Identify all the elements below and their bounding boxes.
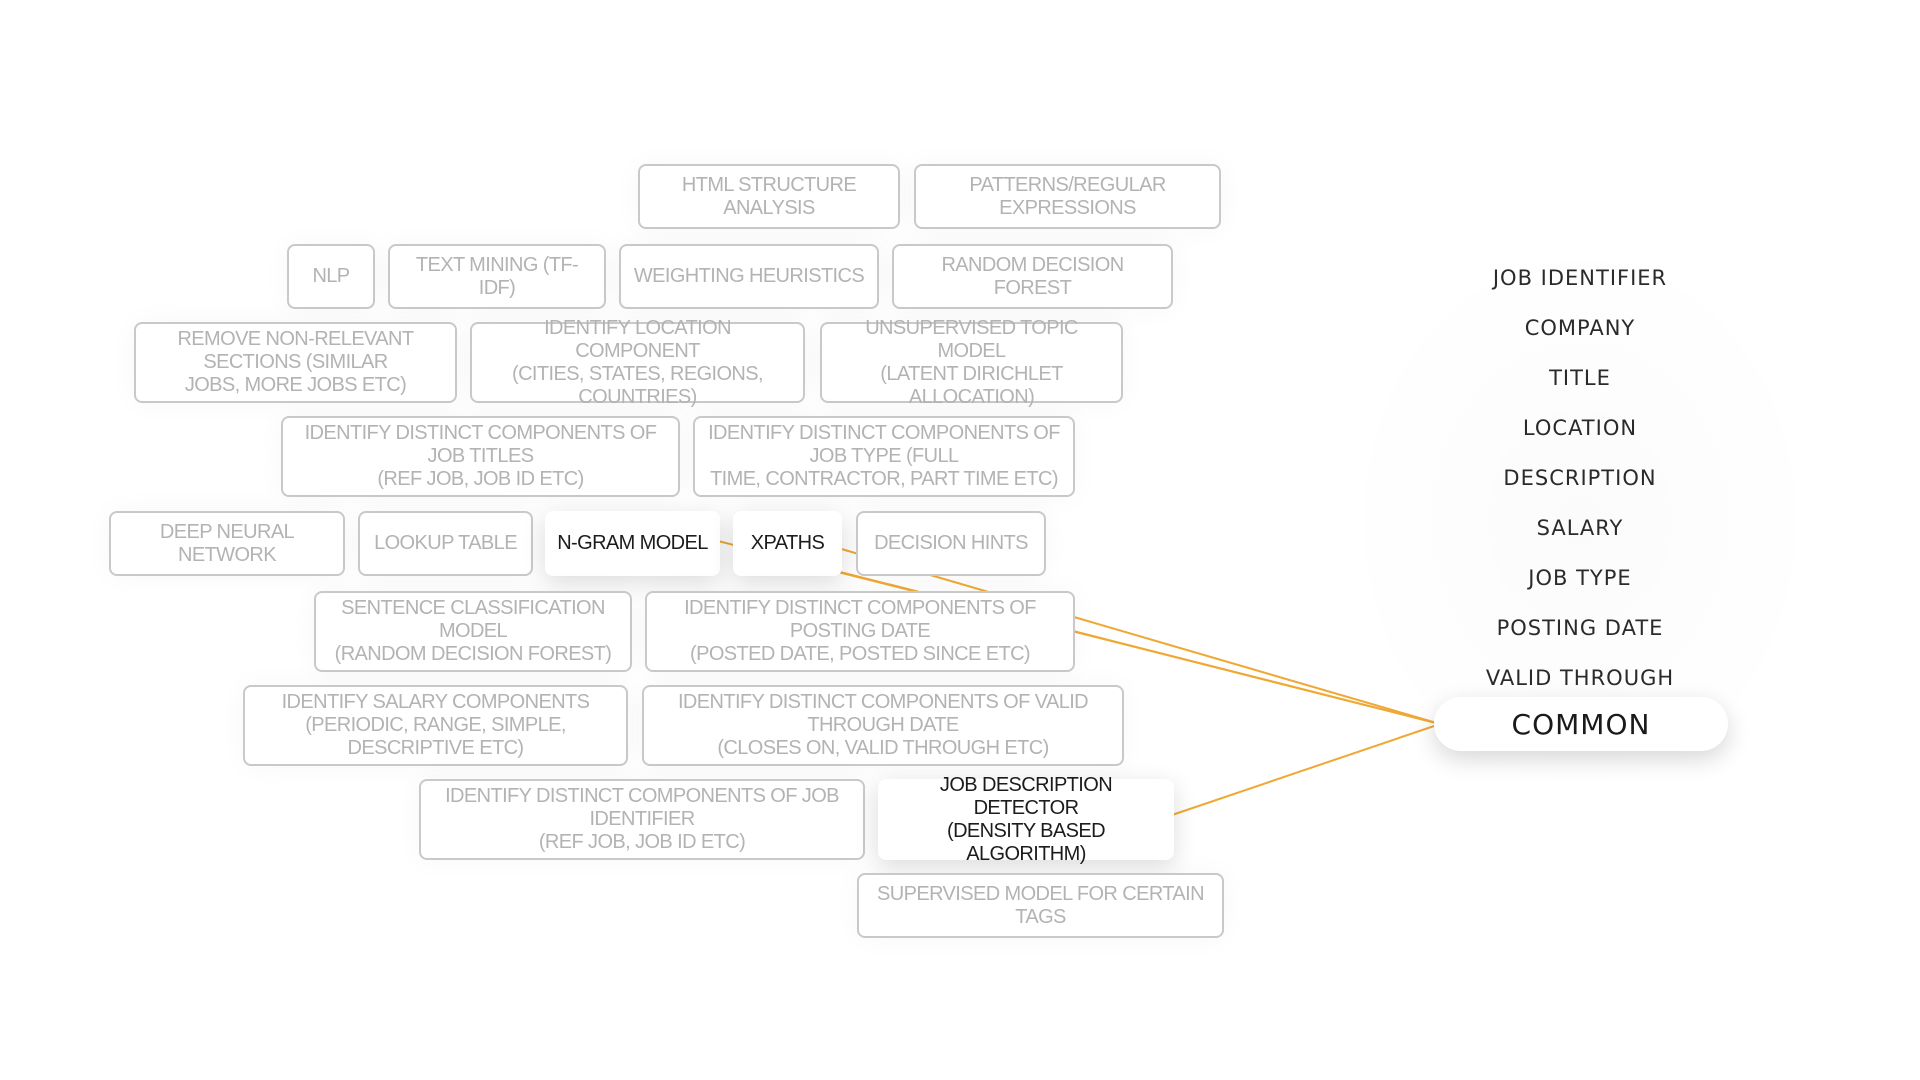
category-posting-date[interactable]: POSTING DATE	[1496, 616, 1664, 640]
category-job-identifier[interactable]: JOB IDENTIFIER	[1492, 266, 1668, 290]
technique-nlp[interactable]: NLP	[287, 244, 375, 309]
category-salary[interactable]: SALARY	[1536, 516, 1624, 540]
technique-unsupervised-topic-model[interactable]: UNSUPERVISED TOPIC MODEL (LATENT DIRICHL…	[820, 317, 1123, 408]
technique-supervised-model[interactable]: SUPERVISED MODEL FOR CERTAIN TAGS	[857, 873, 1224, 938]
technique-xpaths[interactable]: XPATHS	[733, 511, 842, 576]
category-title[interactable]: TITLE	[1549, 366, 1611, 390]
technique-sentence-classification-model[interactable]: SENTENCE CLASSIFICATION MODEL (RANDOM DE…	[314, 591, 632, 672]
technique-deep-neural-network[interactable]: DEEP NEURAL NETWORK	[109, 511, 345, 576]
technique-patterns-regular-expressions[interactable]: PATTERNS/REGULAR EXPRESSIONS	[914, 164, 1221, 229]
category-common-selected[interactable]: COMMON	[1434, 697, 1728, 751]
category-job-type[interactable]: JOB TYPE	[1528, 566, 1632, 590]
technique-weighting-heuristics[interactable]: WEIGHTING HEURISTICS	[619, 244, 879, 309]
technique-valid-through-components[interactable]: IDENTIFY DISTINCT COMPONENTS OF VALID TH…	[642, 685, 1124, 766]
category-location[interactable]: LOCATION	[1522, 416, 1638, 440]
category-company[interactable]: COMPANY	[1524, 316, 1636, 340]
technique-identify-location-component[interactable]: IDENTIFY LOCATION COMPONENT (CITIES, STA…	[470, 317, 805, 408]
technique-salary-components[interactable]: IDENTIFY SALARY COMPONENTS (PERIODIC, RA…	[243, 685, 628, 766]
technique-job-description-detector[interactable]: JOB DESCRIPTION DETECTOR (DENSITY BASED …	[878, 774, 1174, 865]
technique-html-structure-analysis[interactable]: HTML STRUCTURE ANALYSIS	[638, 164, 900, 229]
technique-ngram-model[interactable]: N-GRAM MODEL	[545, 511, 720, 576]
technique-job-identifier-components[interactable]: IDENTIFY DISTINCT COMPONENTS OF JOB IDEN…	[419, 779, 865, 860]
technique-remove-non-relevant-sections[interactable]: REMOVE NON-RELEVANT SECTIONS (SIMILAR JO…	[134, 322, 457, 403]
technique-decision-hints[interactable]: DECISION HINTS	[856, 511, 1046, 576]
category-valid-through[interactable]: VALID THROUGH	[1485, 666, 1675, 690]
link-job-description-detector-to-common	[1171, 723, 1441, 816]
technique-text-mining[interactable]: TEXT MINING (TF-IDF)	[388, 244, 606, 309]
category-description[interactable]: DESCRIPTION	[1503, 466, 1657, 490]
technique-lookup-table[interactable]: LOOKUP TABLE	[358, 511, 533, 576]
technique-posting-date-components[interactable]: IDENTIFY DISTINCT COMPONENTS OF POSTING …	[645, 591, 1075, 672]
technique-job-titles-components[interactable]: IDENTIFY DISTINCT COMPONENTS OF JOB TITL…	[281, 416, 680, 497]
technique-job-type-components[interactable]: IDENTIFY DISTINCT COMPONENTS OF JOB TYPE…	[693, 416, 1075, 497]
technique-random-decision-forest[interactable]: RANDOM DECISION FOREST	[892, 244, 1173, 309]
